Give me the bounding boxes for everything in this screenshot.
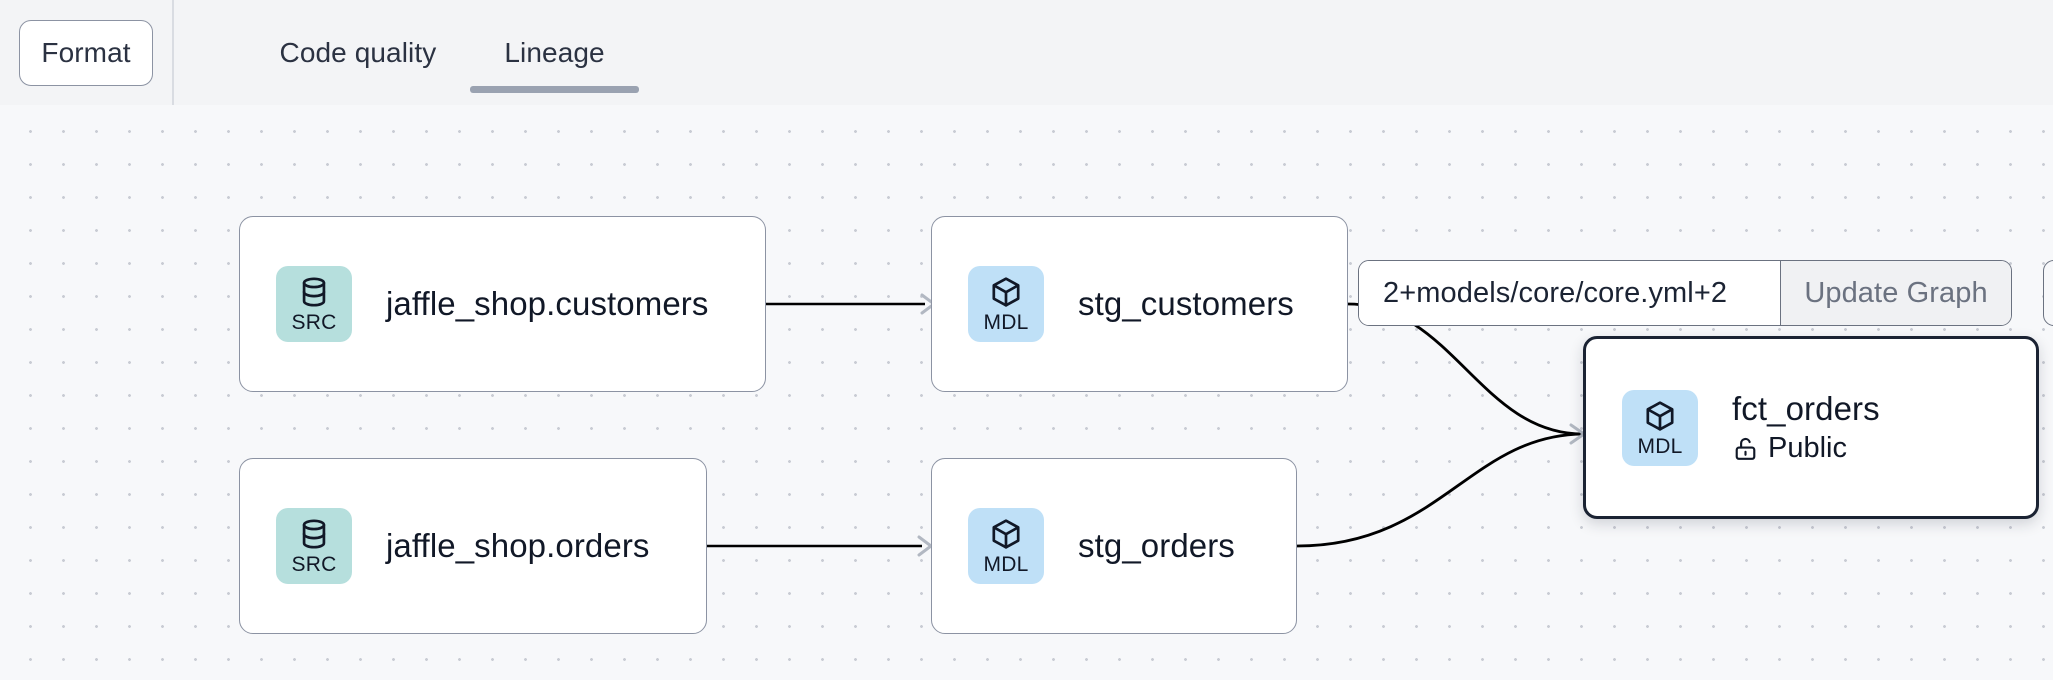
unlock-icon	[1735, 438, 1756, 461]
node-title: stg_customers	[1078, 285, 1294, 323]
graph-selector-control: Update Graph	[1358, 260, 2012, 326]
graph-options-button[interactable]	[2043, 260, 2053, 326]
model-badge-label: MDL	[983, 553, 1029, 576]
lineage-node-stg-orders[interactable]: MDL stg_orders	[931, 458, 1297, 634]
source-badge-label: SRC	[291, 553, 337, 576]
source-badge-label: SRC	[291, 311, 337, 334]
toolbar-divider	[172, 0, 174, 105]
toolbar-left-group: Format	[0, 0, 172, 105]
tab-code-quality-label: Code quality	[279, 36, 437, 68]
node-body: stg_orders	[1078, 527, 1235, 565]
tab-bar: Code quality Lineage	[174, 0, 2053, 105]
node-body: fct_orders Public	[1732, 390, 1880, 465]
model-badge-label: MDL	[1637, 434, 1683, 458]
update-graph-button[interactable]: Update Graph	[1780, 261, 2011, 325]
model-badge: MDL	[968, 266, 1044, 342]
source-badge: SRC	[276, 266, 352, 342]
node-title: fct_orders	[1732, 390, 1880, 428]
node-access-label: Public	[1768, 432, 1847, 465]
database-icon	[302, 277, 326, 307]
node-body: jaffle_shop.customers	[386, 285, 709, 323]
model-badge-label: MDL	[983, 311, 1029, 334]
tab-lineage[interactable]: Lineage	[470, 0, 639, 105]
cube-icon	[992, 277, 1020, 307]
lineage-canvas[interactable]: SRC jaffle_shop.customers SRC jaffle_sho…	[0, 105, 2053, 680]
tab-lineage-label: Lineage	[504, 36, 605, 68]
node-title: jaffle_shop.orders	[386, 527, 650, 565]
tab-code-quality-underline	[246, 86, 471, 93]
edge-orders-to-stg-orders	[707, 535, 933, 557]
node-title: jaffle_shop.customers	[386, 285, 709, 323]
lineage-node-jaffle-shop-orders[interactable]: SRC jaffle_shop.orders	[239, 458, 707, 634]
lineage-node-fct-orders[interactable]: MDL fct_orders Public	[1583, 336, 2039, 519]
toolbar: Format Code quality Lineage	[0, 0, 2053, 105]
lineage-node-jaffle-shop-customers[interactable]: SRC jaffle_shop.customers	[239, 216, 766, 392]
edge-customers-to-stg-customers	[765, 293, 936, 315]
cube-icon	[992, 519, 1020, 549]
node-access-status: Public	[1732, 432, 1880, 465]
node-body: jaffle_shop.orders	[386, 527, 650, 565]
graph-selector-input[interactable]	[1359, 261, 1780, 325]
model-badge: MDL	[968, 508, 1044, 584]
lineage-node-stg-customers[interactable]: MDL stg_customers	[931, 216, 1348, 392]
tab-lineage-underline	[470, 86, 639, 93]
database-icon	[302, 519, 326, 549]
node-title: stg_orders	[1078, 527, 1235, 565]
format-button[interactable]: Format	[19, 19, 153, 86]
model-badge: MDL	[1622, 389, 1698, 466]
tab-code-quality[interactable]: Code quality	[246, 0, 471, 105]
cube-icon	[1646, 400, 1674, 431]
source-badge: SRC	[276, 508, 352, 584]
edge-stg-orders-to-fct-orders	[1296, 423, 1586, 548]
node-body: stg_customers	[1078, 285, 1294, 323]
